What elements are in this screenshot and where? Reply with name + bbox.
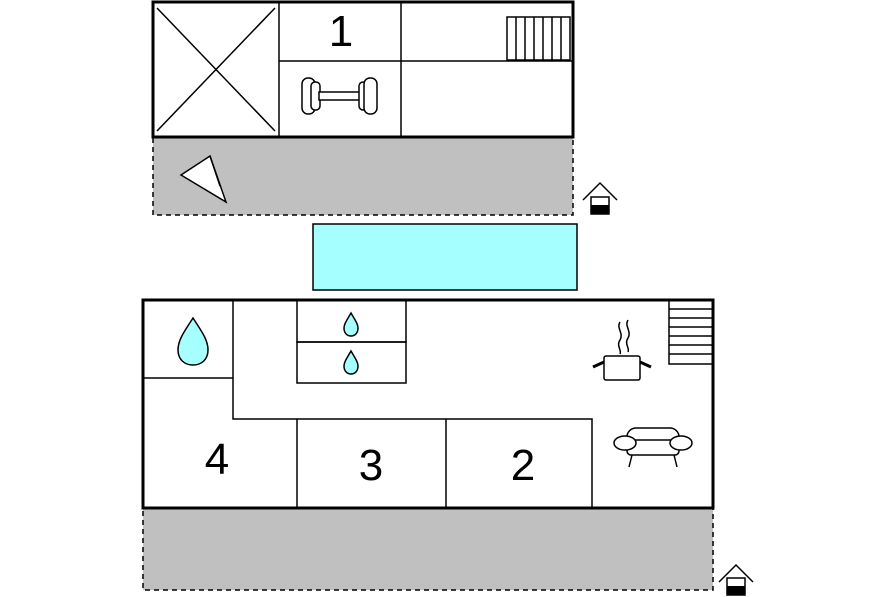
shower-drop-icon: [177, 316, 209, 366]
kitchen-pot-icon: [592, 319, 652, 381]
stairs-icon: [506, 16, 571, 61]
bath-drop-icon: [343, 349, 359, 375]
entrance-house-icon: [718, 563, 754, 596]
swimming-pool: [312, 223, 578, 291]
ground-terrace: [142, 507, 714, 591]
wall: [232, 300, 593, 508]
fitness-dumbbell-icon: [301, 77, 378, 115]
void-cross-icon: [156, 7, 276, 132]
entrance-house-icon: [582, 181, 618, 215]
upper-floor-outline: [151, 0, 575, 139]
room-label-2: 2: [511, 441, 535, 490]
ground-floor-outline: [141, 298, 715, 510]
stairs-icon: [668, 299, 714, 365]
sofa-icon: [613, 427, 693, 468]
wc-drop-icon: [343, 311, 359, 337]
terrace-icon: [179, 154, 228, 204]
ground-floor: 4 3 2: [141, 298, 754, 596]
bath-room: [296, 341, 407, 384]
room-label-1: 1: [329, 7, 353, 56]
room-label-4: 4: [205, 435, 229, 484]
upper-floor: 1: [151, 0, 618, 216]
room-label-3: 3: [359, 441, 383, 490]
